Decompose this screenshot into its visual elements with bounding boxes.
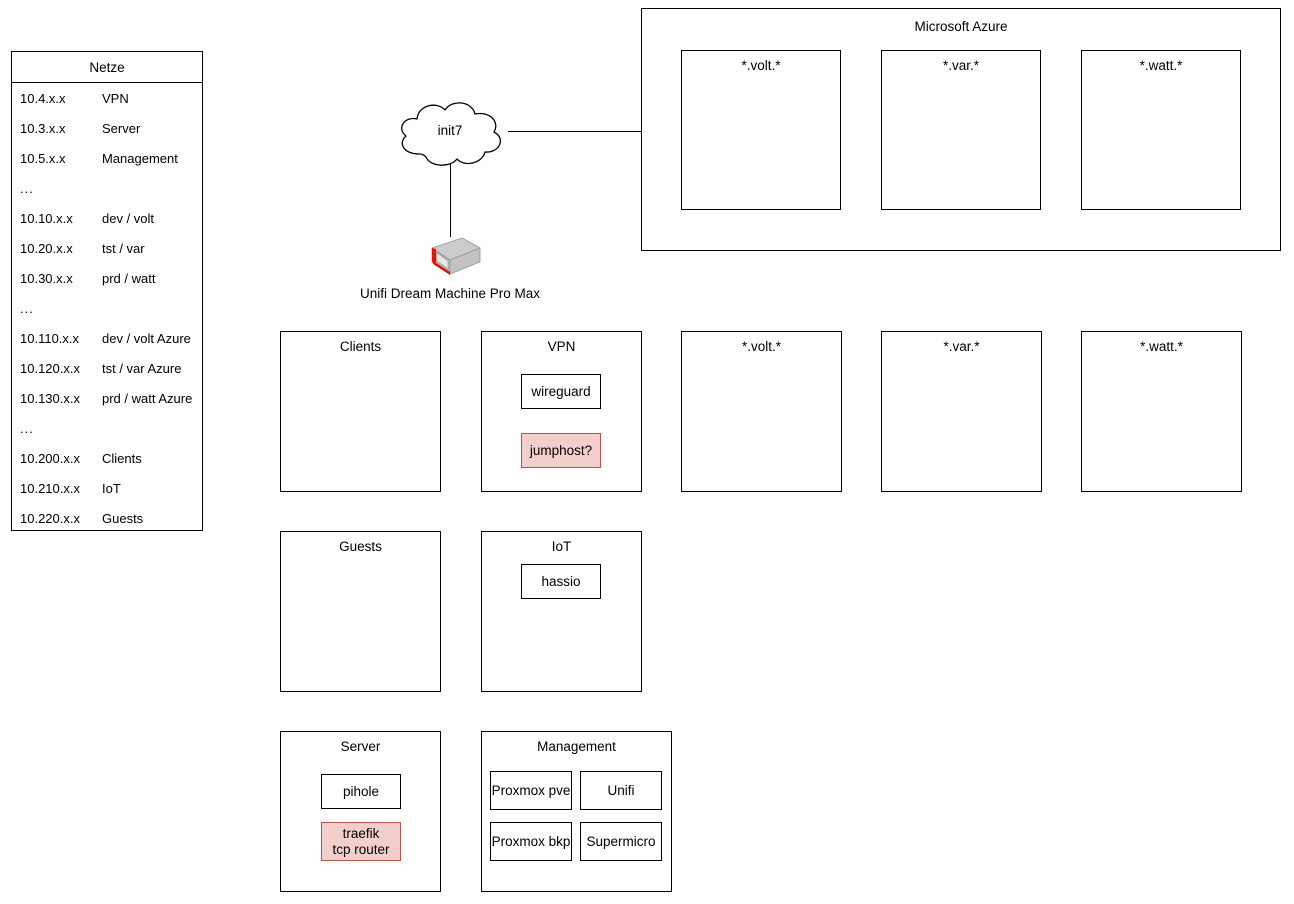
vlan-title: Management — [537, 739, 616, 754]
table-row: 10.20.x.x tst / var — [12, 233, 202, 263]
netze-label: Server — [102, 120, 141, 136]
vlan-title: Guests — [339, 539, 382, 554]
vlan-title: Clients — [339, 339, 382, 354]
node-label: Supermicro — [586, 833, 656, 849]
netze-table: Netze 10.4.x.x VPN 10.3.x.x Server 10.5.… — [11, 51, 203, 531]
vlan-watt: *.watt.* — [1081, 331, 1242, 492]
isp-cloud: init7 — [390, 97, 510, 169]
netze-cidr: 10.200.x.x — [20, 450, 80, 466]
azure-zone-title: *.volt.* — [741, 58, 781, 73]
netze-table-title: Netze — [89, 59, 125, 75]
netze-cidr: 10.110.x.x — [20, 330, 80, 346]
netze-cidr: 10.120.x.x — [20, 360, 80, 376]
netze-cidr: 10.130.x.x — [20, 390, 80, 406]
netze-label: prd / watt Azure — [102, 390, 193, 406]
vlan-guests: Guests — [280, 531, 441, 692]
netze-cidr: 10.3.x.x — [20, 120, 66, 136]
netze-cidr: 10.30.x.x — [20, 270, 73, 286]
vlan-iot: IoT — [481, 531, 642, 692]
azure-zone-title: *.var.* — [942, 58, 980, 73]
vlan-server: Server — [280, 731, 441, 892]
table-row-separator: ... — [12, 413, 202, 443]
table-row-separator: ... — [12, 173, 202, 203]
node-label: Unifi — [607, 782, 635, 798]
table-row: 10.4.x.x VPN — [12, 83, 202, 113]
netze-label: Management — [102, 150, 178, 166]
vlan-title: *.var.* — [943, 339, 980, 354]
netze-cidr: 10.10.x.x — [20, 210, 73, 226]
netze-cidr: ... — [20, 180, 34, 196]
table-row: 10.5.x.x Management — [12, 143, 202, 173]
azure-zone-volt: *.volt.* — [681, 50, 841, 210]
netze-label: Clients — [102, 450, 142, 466]
netze-table-body: 10.4.x.x VPN 10.3.x.x Server 10.5.x.x Ma… — [12, 83, 202, 533]
node-label: traefik — [342, 825, 380, 841]
netze-cidr: 10.210.x.x — [20, 480, 80, 496]
node-proxmox-pve[interactable]: Proxmox pve — [490, 771, 572, 810]
table-row: 10.3.x.x Server — [12, 113, 202, 143]
node-label: hassio — [541, 573, 581, 589]
node-proxmox-bkp[interactable]: Proxmox bkp — [490, 822, 572, 861]
netze-label: dev / volt Azure — [102, 330, 191, 346]
vlan-var: *.var.* — [881, 331, 1042, 492]
vlan-title: VPN — [547, 339, 576, 354]
router-device-label: Unifi Dream Machine Pro Max — [359, 286, 541, 301]
netze-label: prd / watt — [102, 270, 156, 286]
netze-label: VPN — [102, 90, 129, 106]
vlan-management: Management — [481, 731, 672, 892]
link-cloud-to-router — [450, 163, 451, 237]
netze-cidr: ... — [20, 420, 34, 436]
azure-zone-title: *.watt.* — [1139, 58, 1183, 73]
table-row: 10.130.x.x prd / watt Azure — [12, 383, 202, 413]
table-row: 10.110.x.x dev / volt Azure — [12, 323, 202, 353]
vlan-volt: *.volt.* — [681, 331, 842, 492]
link-cloud-to-azure — [508, 131, 641, 132]
node-label: pihole — [342, 783, 380, 799]
netze-label: dev / volt — [102, 210, 155, 226]
node-supermicro[interactable]: Supermicro — [580, 822, 662, 861]
netze-cidr: 10.4.x.x — [20, 90, 66, 106]
node-label: Proxmox pve — [491, 782, 571, 798]
node-label: Proxmox bkp — [491, 833, 571, 849]
router-device-icon — [418, 236, 482, 282]
netze-label: tst / var Azure — [102, 360, 182, 376]
table-row: 10.120.x.x tst / var Azure — [12, 353, 202, 383]
netze-label: Guests — [102, 510, 144, 526]
netze-cidr: 10.220.x.x — [20, 510, 80, 526]
netze-table-header: Netze — [12, 52, 202, 83]
node-wireguard[interactable]: wireguard — [521, 374, 601, 409]
table-row: 10.30.x.x prd / watt — [12, 263, 202, 293]
table-row-separator: ... — [12, 293, 202, 323]
vlan-title: *.watt.* — [1140, 339, 1183, 354]
node-hassio[interactable]: hassio — [521, 564, 601, 599]
node-traefik[interactable]: traefik tcp router — [321, 822, 401, 861]
netze-cidr: ... — [20, 300, 34, 316]
netze-cidr: 10.5.x.x — [20, 150, 66, 166]
table-row: 10.10.x.x dev / volt — [12, 203, 202, 233]
node-label: jumphost? — [529, 442, 593, 458]
table-row: 10.210.x.x IoT — [12, 473, 202, 503]
node-pihole[interactable]: pihole — [321, 774, 401, 809]
node-jumphost[interactable]: jumphost? — [521, 433, 601, 468]
vlan-title: *.volt.* — [741, 339, 782, 354]
node-label-secondary: tcp router — [332, 841, 390, 857]
azure-title: Microsoft Azure — [914, 19, 1008, 34]
node-unifi[interactable]: Unifi — [580, 771, 662, 810]
table-row: 10.220.x.x Guests — [12, 503, 202, 533]
vlan-title: Server — [340, 739, 381, 754]
node-label: wireguard — [531, 383, 591, 399]
vlan-clients: Clients — [280, 331, 441, 492]
table-row: 10.200.x.x Clients — [12, 443, 202, 473]
isp-cloud-label: init7 — [437, 123, 463, 138]
azure-zone-watt: *.watt.* — [1081, 50, 1241, 210]
netze-label: IoT — [102, 480, 121, 496]
netze-label: tst / var — [102, 240, 145, 256]
netze-cidr: 10.20.x.x — [20, 240, 73, 256]
vlan-title: IoT — [551, 539, 572, 554]
azure-zone-var: *.var.* — [881, 50, 1041, 210]
